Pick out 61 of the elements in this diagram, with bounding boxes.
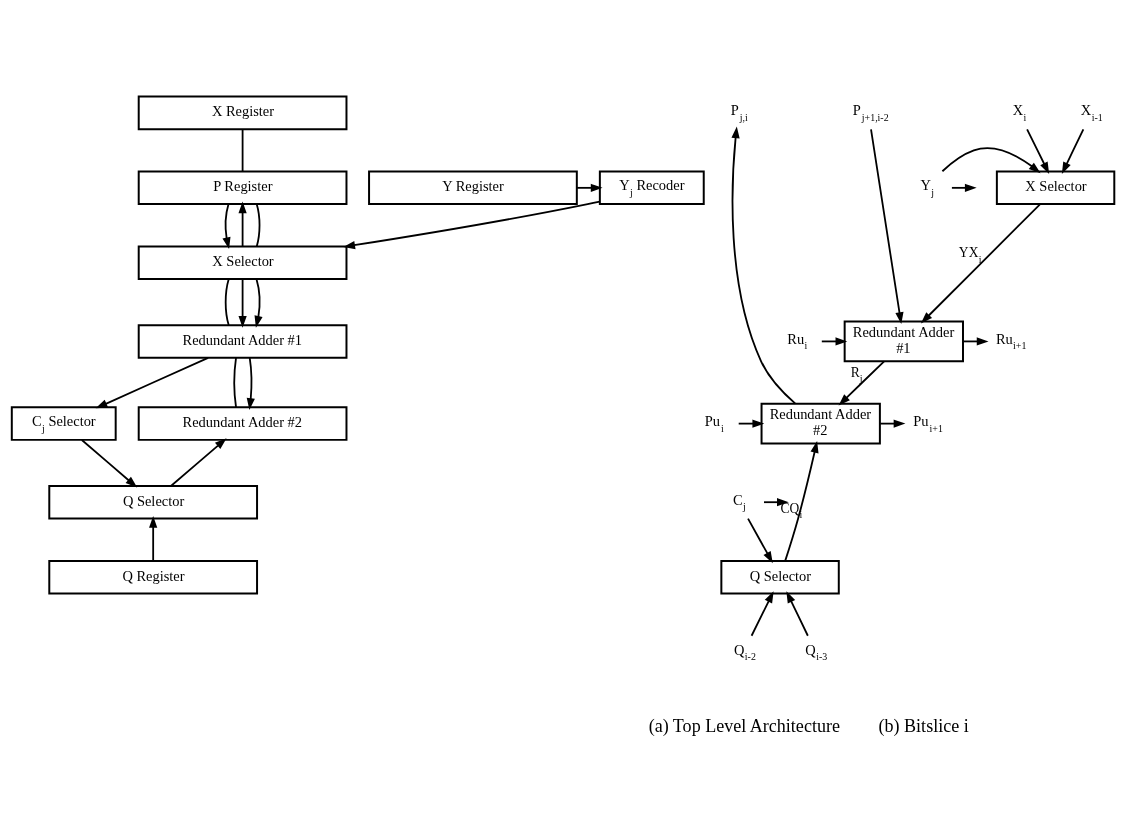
arrow xyxy=(747,517,773,563)
node-box: P Register xyxy=(137,170,348,205)
node-text: C$_{j}$ xyxy=(733,491,746,512)
node-box: Redundant Adder #2 xyxy=(760,402,881,444)
arrow xyxy=(1061,127,1085,174)
arrow xyxy=(879,419,906,428)
node-text: Ru$_{i+1}$ xyxy=(995,330,1027,351)
arrow xyxy=(95,356,209,408)
node-text: P$_{j+1,i-2}$ xyxy=(852,101,889,123)
node-text: X$_{i}$ xyxy=(1012,101,1027,123)
label: (a) Top Level Architecture xyxy=(648,715,840,736)
arrow xyxy=(870,127,904,324)
edge-label: CQ$_{i}$ xyxy=(780,500,803,520)
arrow xyxy=(920,202,1042,323)
node-box: Y Register xyxy=(368,170,578,205)
arrow xyxy=(731,125,797,405)
arrow xyxy=(343,200,601,249)
arrow xyxy=(786,590,809,637)
arrow xyxy=(80,438,138,488)
arrow xyxy=(1026,127,1050,174)
arrow xyxy=(238,201,247,247)
arrow xyxy=(222,202,231,249)
node-text: P$_{j,i}$ xyxy=(730,101,748,123)
node-text: Y$_{j}$ xyxy=(920,176,935,198)
connector xyxy=(233,356,237,408)
node-box: Q Selector xyxy=(48,484,259,519)
node-box: X Register xyxy=(137,95,348,130)
arrow xyxy=(750,590,774,637)
arrow xyxy=(576,183,603,192)
edge-label: YX$_{i}$ xyxy=(958,244,982,265)
node-box: Redundant Adder #1 xyxy=(137,323,348,359)
arrow xyxy=(737,419,765,428)
node-box: Q Register xyxy=(48,559,259,594)
arrow xyxy=(941,146,1041,173)
arrow xyxy=(951,183,977,192)
arrow xyxy=(238,277,247,328)
label: (b) Bitslice i xyxy=(878,715,969,736)
connector xyxy=(224,277,230,326)
node-box: Redundant Adder #2 xyxy=(137,405,348,441)
node-text: X$_{i-1}$ xyxy=(1080,101,1103,123)
node-text: Q$_{i-3}$ xyxy=(805,641,828,662)
connector xyxy=(241,127,244,172)
arrow xyxy=(254,277,263,328)
arrow xyxy=(149,515,158,562)
arrow xyxy=(170,437,227,487)
node-text: Pu$_{i}$ xyxy=(704,412,724,434)
arrow xyxy=(763,497,789,506)
connector xyxy=(255,202,261,247)
node-box: X Selector xyxy=(995,170,1116,205)
node-text: Ru$_{i}$ xyxy=(787,330,808,351)
node-text: Q$_{i-2}$ xyxy=(734,641,756,662)
arrow xyxy=(838,359,886,405)
edge-label: R$_{j}$ xyxy=(850,364,863,384)
node-box: Q Selector xyxy=(720,559,840,594)
node-box: X Selector xyxy=(137,245,348,280)
node-box: Y$_{j}$ Recoder xyxy=(598,170,705,205)
node-text: Pu$_{i+1}$ xyxy=(913,412,943,434)
arrow xyxy=(246,356,255,410)
node-box: C$_{j}$ Selector xyxy=(10,405,117,441)
arrow xyxy=(784,440,819,562)
node-box: Redundant Adder #1 xyxy=(843,320,964,362)
